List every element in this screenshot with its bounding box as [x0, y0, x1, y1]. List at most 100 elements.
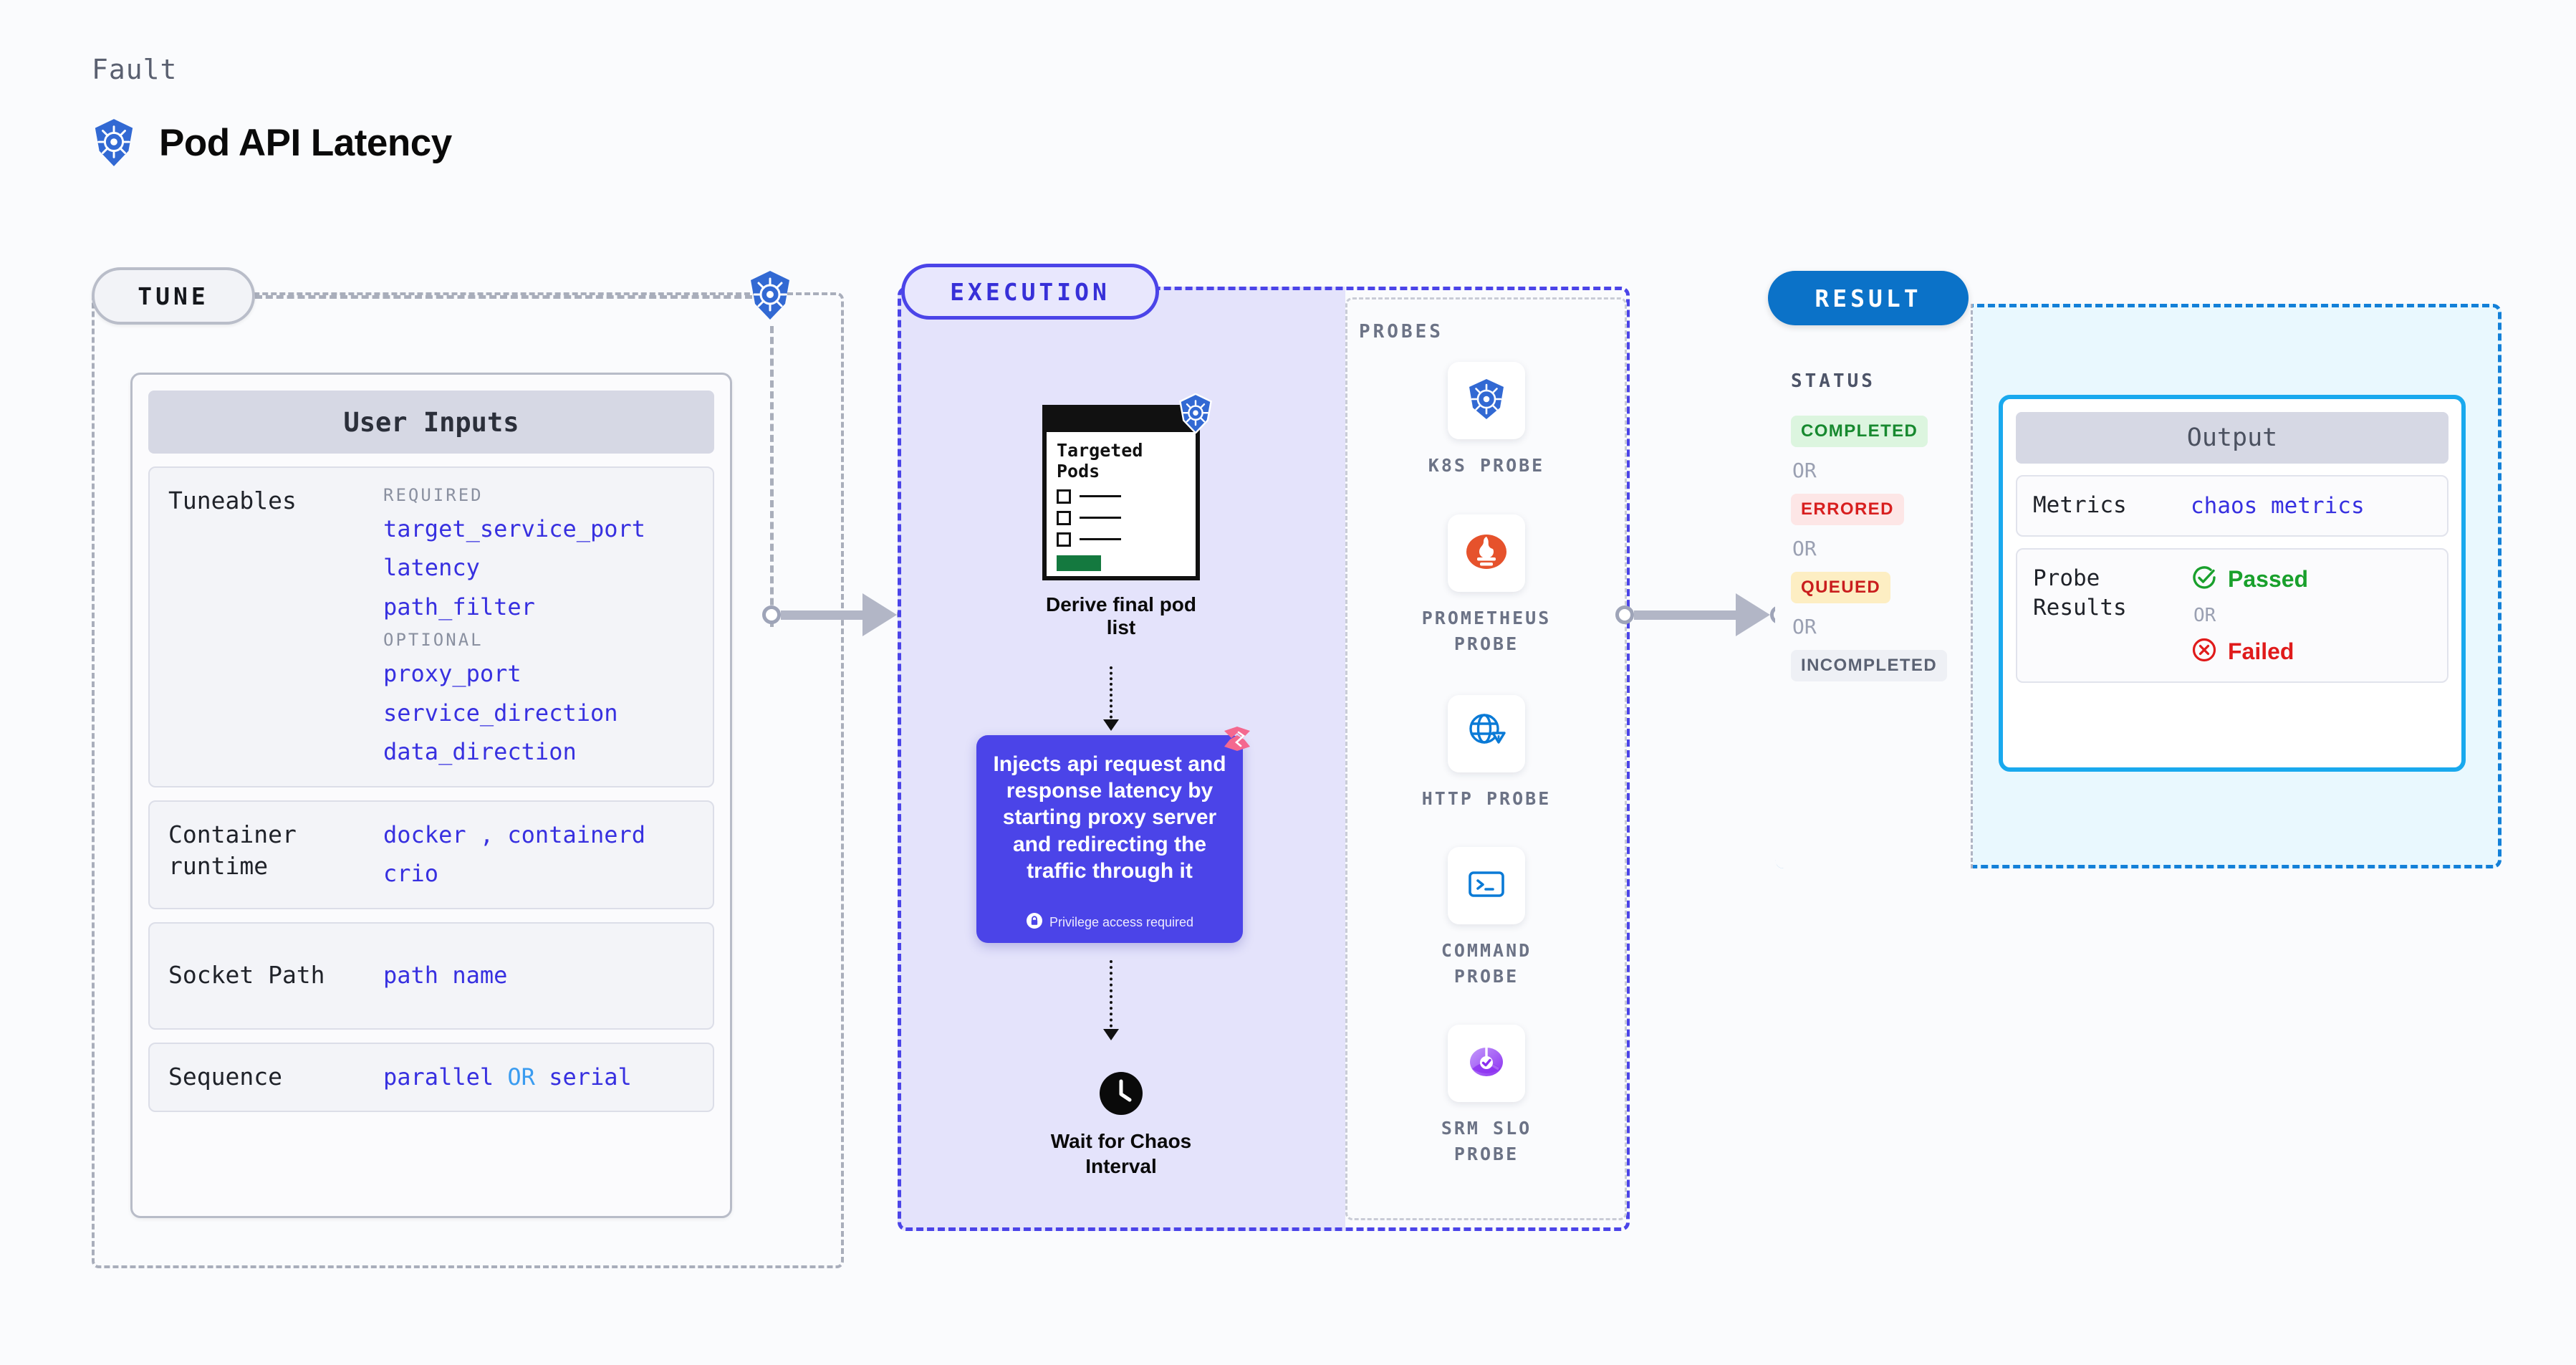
metrics-value[interactable]: chaos metrics	[2191, 492, 2365, 519]
tuneable-value[interactable]: target_service_port	[383, 515, 646, 542]
probes-title: PROBES	[1359, 321, 1443, 343]
probe-item-command[interactable]: COMMAND PROBE	[1411, 847, 1562, 990]
page-title: Pod API Latency	[159, 121, 452, 164]
globe-warning-icon	[1464, 709, 1509, 759]
required-group-heading: REQUIRED	[383, 485, 484, 505]
result-stage-chip[interactable]: RESULT	[1768, 271, 1969, 325]
fault-kicker-label: Fault	[92, 54, 178, 85]
probe-verdict-failed: Failed	[2191, 636, 2308, 667]
status-title: STATUS	[1791, 370, 1875, 392]
pod-list-item	[1057, 532, 1186, 547]
targeted-pods-title: Targeted Pods	[1057, 440, 1143, 482]
connector-arrowhead	[1736, 593, 1770, 636]
status-badge-errored: ERRORED	[1791, 494, 1904, 525]
flow-arrow-inject-to-wait	[1103, 960, 1119, 1040]
probe-item-http[interactable]: HTTP PROBE	[1411, 695, 1562, 812]
socket-path-value[interactable]: path name	[383, 961, 508, 989]
status-or-label: OR	[1792, 615, 1817, 638]
sequence-value[interactable]: parallel OR serial	[383, 1061, 694, 1093]
sequence-row: Sequence parallel OR serial	[148, 1042, 714, 1112]
checkbox-icon	[1057, 489, 1071, 504]
tuneable-value[interactable]: data_direction	[383, 738, 577, 766]
output-title: Output	[2016, 412, 2448, 464]
failed-label: Failed	[2228, 638, 2294, 664]
connector-endpoint-dot	[762, 605, 781, 624]
status-or-label: OR	[1792, 537, 1817, 560]
pod-list-item	[1057, 510, 1186, 525]
wait-caption: Wait for Chaos Interval	[1050, 1130, 1192, 1177]
probe-tile	[1448, 1025, 1525, 1102]
probe-results-row: Probe Results Passed OR	[2016, 547, 2448, 683]
probe-item-srm-slo[interactable]: SRM SLO PROBE	[1411, 1025, 1562, 1168]
tune-panel	[92, 292, 844, 1268]
tuneable-value[interactable]: latency	[383, 554, 480, 582]
lock-icon	[1026, 912, 1043, 933]
container-runtime-label: Container runtime	[168, 820, 297, 881]
sequence-option-serial[interactable]: serial	[549, 1063, 632, 1091]
status-badge-completed: COMPLETED	[1791, 416, 1928, 447]
metrics-label: Metrics	[2033, 492, 2127, 518]
metrics-row: Metrics chaos metrics	[2016, 475, 2448, 537]
kubernetes-icon	[747, 270, 793, 324]
probe-result-or-label: OR	[2193, 604, 2216, 626]
pod-placeholder-line	[1080, 538, 1121, 540]
container-runtime-row: Container runtime docker , containerd cr…	[148, 800, 714, 909]
tuneable-value[interactable]: proxy_port	[383, 660, 522, 688]
status-or-label: OR	[1792, 459, 1817, 482]
user-inputs-card: User Inputs Tuneables REQUIRED target_se…	[130, 373, 732, 1218]
tuneable-value[interactable]: path_filter	[383, 593, 535, 621]
kubernetes-icon	[92, 118, 136, 167]
probe-label: SRM SLO PROBE	[1441, 1118, 1532, 1165]
execution-stage-chip[interactable]: EXECUTION	[901, 264, 1159, 320]
kubernetes-icon	[1177, 393, 1214, 437]
targeted-pods-card: Targeted Pods	[1042, 393, 1212, 580]
tuneables-label: Tuneables	[168, 487, 297, 514]
checkbox-icon	[1057, 532, 1071, 547]
probe-item-k8s[interactable]: K8S PROBE	[1411, 362, 1562, 479]
tuneable-value[interactable]: service_direction	[383, 699, 618, 727]
flow-arrow-pods-to-inject	[1103, 666, 1119, 731]
socket-path-label: Socket Path	[168, 961, 325, 990]
status-badge-queued: QUEUED	[1791, 572, 1891, 603]
tune-k8s-dashed-drop	[770, 326, 774, 627]
wait-for-chaos-interval-node: Wait for Chaos Interval	[1042, 1071, 1200, 1179]
tune-stage-chip[interactable]: TUNE	[92, 267, 255, 325]
privilege-note: Privilege access required	[1026, 912, 1193, 933]
execution-panel	[898, 287, 1630, 1231]
pod-placeholder-line	[1080, 517, 1121, 519]
status-option-list: COMPLETED OR ERRORED OR QUEUED OR INCOMP…	[1791, 416, 1956, 681]
container-runtime-value[interactable]: crio	[383, 860, 439, 888]
probe-tile	[1448, 695, 1525, 772]
connector-bar	[781, 610, 862, 620]
x-circle-icon	[2191, 636, 2218, 667]
probe-tile	[1448, 514, 1525, 592]
check-circle-icon	[2191, 564, 2218, 595]
inject-latency-node: Injects api request and response latency…	[976, 727, 1250, 943]
optional-group-heading: OPTIONAL	[383, 630, 484, 651]
status-badge-incompleted: INCOMPLETED	[1791, 650, 1948, 681]
connector-execution-to-result	[1615, 593, 1789, 636]
tuneables-row: Tuneables REQUIRED target_service_port l…	[148, 466, 714, 787]
probe-tile	[1448, 847, 1525, 924]
probe-label: K8S PROBE	[1428, 455, 1545, 476]
connector-bar	[1634, 610, 1736, 620]
sequence-or: OR	[507, 1063, 535, 1091]
targeted-pods-node: Targeted Pods	[1032, 393, 1212, 639]
connector-endpoint-dot	[1615, 605, 1634, 624]
srm-slo-icon	[1464, 1039, 1509, 1088]
container-runtime-value[interactable]: docker , containerd	[383, 820, 646, 848]
pod-placeholder-line	[1080, 495, 1121, 497]
sequence-option-parallel[interactable]: parallel	[383, 1063, 494, 1091]
probe-item-prometheus[interactable]: PROMETHEUS PROBE	[1411, 514, 1562, 658]
clock-icon	[1099, 1071, 1143, 1119]
pods-confirm-bar	[1057, 555, 1101, 571]
probe-label: PROMETHEUS PROBE	[1421, 608, 1552, 655]
connector-tune-to-execution	[762, 593, 915, 636]
output-card: Output Metrics chaos metrics Probe Resul…	[1999, 395, 2466, 772]
probe-label: COMMAND PROBE	[1441, 940, 1532, 987]
pods-card-titlebar	[1047, 409, 1196, 432]
user-inputs-title: User Inputs	[148, 391, 714, 454]
checkbox-icon	[1057, 510, 1071, 525]
terminal-icon	[1464, 861, 1509, 911]
kubernetes-icon	[1464, 376, 1509, 426]
